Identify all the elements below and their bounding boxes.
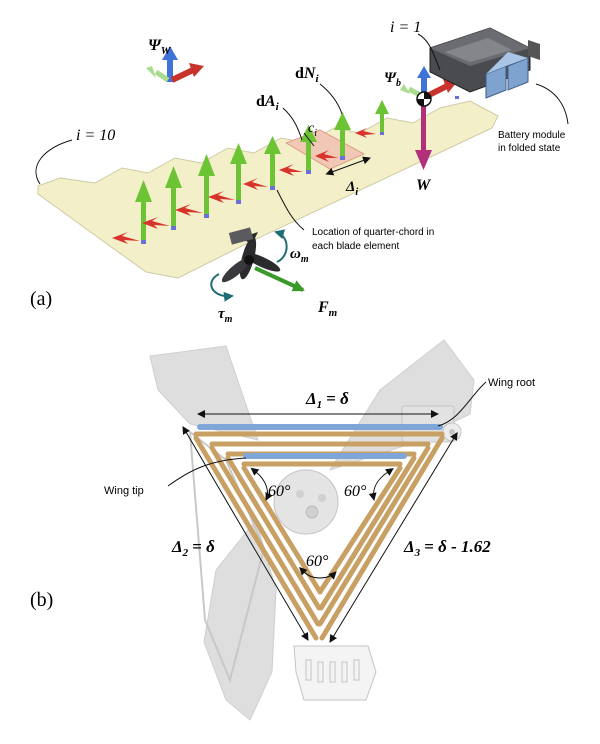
- chord-leader: [303, 132, 315, 147]
- thrust-arrow: [254, 266, 305, 292]
- angle-arc-left: [250, 467, 273, 501]
- panel-a-label: (a): [30, 288, 52, 310]
- delta2-dimension: [182, 425, 309, 641]
- quarter-chord-marker: [171, 226, 176, 230]
- angle-arc-right: [368, 468, 394, 501]
- delta-i-dimension: [325, 156, 371, 176]
- dN-leader: [319, 83, 343, 115]
- lift-arrow: [264, 136, 281, 186]
- wing-blade-surface: [37, 100, 499, 279]
- delta2-label: Δ2= δ: [171, 537, 215, 559]
- drag-arrow: [142, 217, 170, 229]
- wing-root-label: Wing root: [488, 377, 535, 389]
- lift-arrows: [135, 100, 389, 240]
- angle-label-left: 60°: [268, 483, 291, 500]
- propeller-motor: [221, 227, 281, 283]
- weight-label: W: [416, 177, 432, 194]
- world-frame-label: ΨW: [148, 37, 172, 57]
- drag-arrow: [112, 232, 140, 244]
- wing-tip-label: Wing tip: [104, 485, 144, 497]
- drag-arrow: [208, 191, 235, 203]
- quarter-chord-marker: [236, 200, 241, 204]
- battery-label-line1: Battery module: [498, 130, 566, 141]
- tau-torque-arrow: [210, 273, 234, 302]
- drag-arrow: [279, 164, 303, 176]
- quarter-chord-marker: [141, 240, 146, 244]
- battery-module: [429, 27, 540, 99]
- dA-leader: [282, 107, 303, 141]
- angle-label-bottom: 60°: [306, 553, 329, 570]
- delta3-dimension: [329, 432, 458, 643]
- motor-hub: [273, 469, 339, 535]
- lift-arrow: [375, 100, 389, 132]
- battery-leader: [535, 83, 569, 125]
- body-frame-label: Ψb: [384, 70, 401, 89]
- world-frame-axes: [146, 46, 204, 83]
- battery-label-line2: in folded state: [498, 143, 561, 154]
- drag-arrow: [243, 178, 268, 190]
- wing-tip-comb: [293, 645, 377, 701]
- angle-arc-bottom: [299, 567, 337, 580]
- panel-a: (a) ΨW Ψb dNi dAi ci Δi i = 1 i = 10 W B…: [30, 19, 569, 325]
- panel-b: (b) Wing root Wing tip Δ1= δ Δ2= δ Δ3= δ…: [30, 339, 535, 721]
- wing-tip-leader: [167, 457, 247, 487]
- i-ten-label: i = 10: [76, 127, 115, 144]
- wing-root-leader: [437, 381, 487, 427]
- lift-arrow: [230, 143, 247, 200]
- omega-rotation-arrow: [274, 229, 288, 263]
- quarter-chord-label-line1: Location of quarter-chord in: [312, 227, 434, 238]
- tau-label: τm: [218, 306, 233, 325]
- lift-arrow: [135, 180, 152, 240]
- quarter-chord-marker: [204, 214, 209, 218]
- delta1-label: Δ1= δ: [305, 389, 349, 411]
- dN-label: dNi: [295, 65, 319, 85]
- chord-label: ci: [308, 121, 317, 139]
- quarter-chord-label-line2: each blade element: [312, 241, 400, 252]
- rotor-blade-right: [328, 339, 475, 471]
- omega-label: ωm: [290, 246, 309, 265]
- i-ten-leader: [35, 139, 73, 185]
- lift-arrow: [165, 166, 182, 226]
- quarter-chord-marker: [380, 132, 384, 135]
- quarter-chord-marker: [340, 156, 345, 160]
- quarter-chord-marker: [306, 170, 311, 174]
- quarter-chord-marker: [455, 96, 459, 99]
- delta-i-label: Δi: [345, 179, 358, 198]
- drag-arrows: [112, 128, 376, 244]
- quarter-chord-leader: [276, 189, 305, 231]
- angle-label-right: 60°: [344, 483, 367, 500]
- drag-arrow: [175, 204, 203, 216]
- center-of-gravity-icon: [416, 91, 432, 107]
- weight-arrow: [415, 104, 432, 170]
- thrust-label: Fm: [317, 299, 338, 319]
- panel-b-label: (b): [30, 589, 53, 611]
- lift-arrow: [334, 112, 351, 156]
- lift-arrow: [198, 154, 215, 214]
- i-one-leader: [417, 33, 441, 71]
- delta3-label: Δ3= δ - 1.62: [403, 537, 491, 559]
- drag-arrow: [355, 128, 376, 138]
- dA-label: dAi: [256, 93, 280, 113]
- i-one-label: i = 1: [390, 19, 421, 36]
- lift-arrow: [300, 125, 317, 170]
- drag-arrow: [315, 150, 338, 162]
- quarter-chord-marker: [270, 186, 275, 190]
